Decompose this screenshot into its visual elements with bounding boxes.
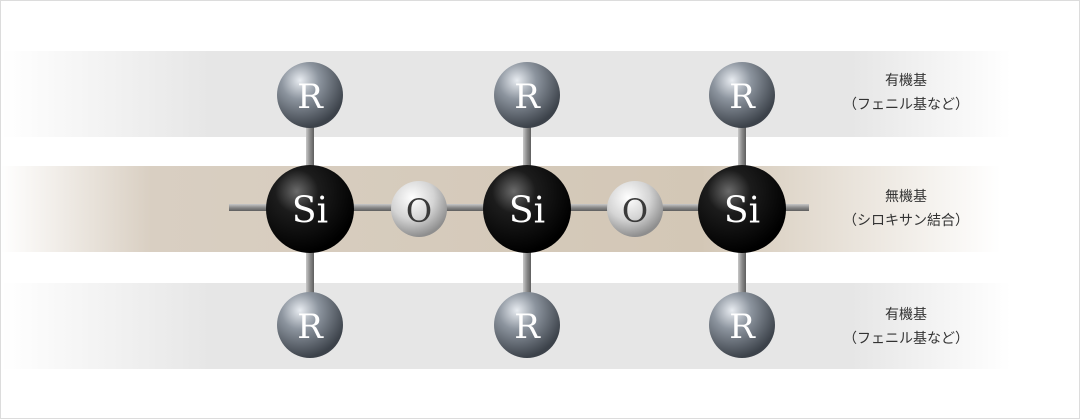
label-inorganic-title: 無機基 [885, 189, 927, 205]
svg-text:R: R [729, 307, 756, 347]
label-inorganic-detail: （シロキサン結合） [843, 213, 969, 229]
svg-text:R: R [729, 77, 756, 117]
si-atom-3: Si [698, 165, 786, 253]
r-atom-bottom-2: R [494, 292, 560, 358]
svg-text:O: O [622, 192, 648, 230]
svg-text:Si: Si [724, 191, 760, 232]
label-organic-bottom-title: 有機基 [885, 307, 927, 323]
o-atom-2: O [607, 181, 663, 237]
svg-text:R: R [514, 307, 541, 347]
label-organic-top-title: 有機基 [885, 73, 927, 89]
r-atom-top-3: R [709, 62, 775, 128]
r-atom-bottom-1: R [277, 292, 343, 358]
label-organic-top-detail: （フェニル基など） [843, 97, 969, 113]
svg-text:O: O [406, 192, 432, 230]
si-atom-2: Si [483, 165, 571, 253]
label-organic-bottom-detail: （フェニル基など） [843, 331, 969, 347]
o-atom-1: O [391, 181, 447, 237]
svg-text:R: R [297, 307, 324, 347]
svg-text:R: R [514, 77, 541, 117]
r-atom-top-1: R [277, 62, 343, 128]
label-organic-bottom: 有機基 （フェニル基など） [821, 303, 991, 351]
r-atom-top-2: R [494, 62, 560, 128]
svg-text:R: R [297, 77, 324, 117]
label-organic-top: 有機基 （フェニル基など） [821, 69, 991, 117]
svg-text:Si: Si [292, 191, 328, 232]
label-inorganic: 無機基 （シロキサン結合） [821, 185, 991, 233]
si-atom-1: Si [266, 165, 354, 253]
svg-text:Si: Si [509, 191, 545, 232]
r-atom-bottom-3: R [709, 292, 775, 358]
